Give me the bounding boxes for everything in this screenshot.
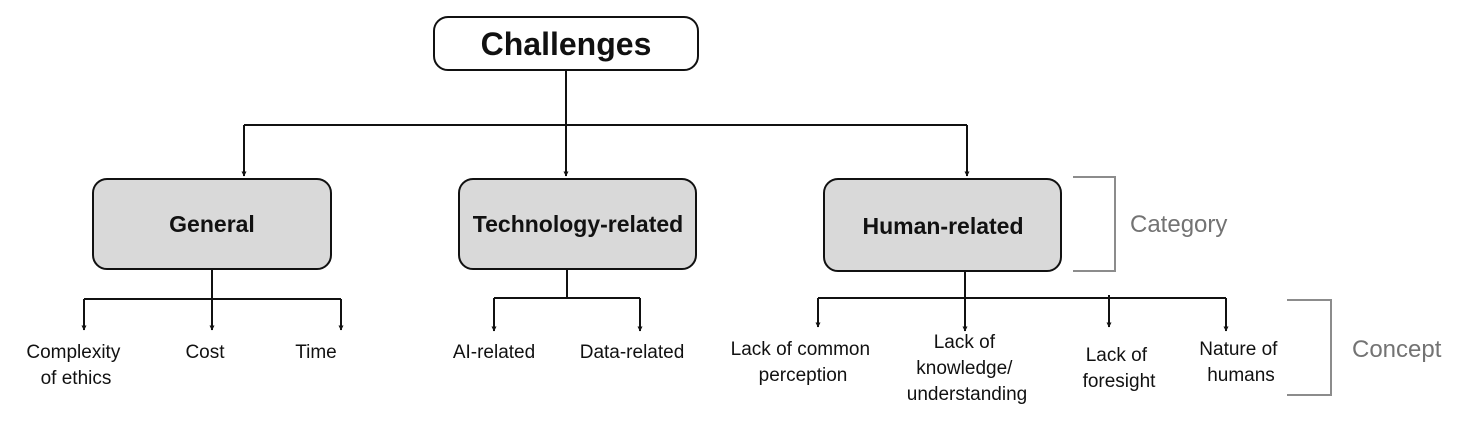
root-label: Challenges [481, 26, 652, 62]
category-node-human [823, 178, 1062, 272]
concept-level-bracket [1287, 299, 1332, 396]
category-level-bracket [1073, 176, 1116, 272]
concept-lack-of-common-perception: Lack of common perception [731, 339, 876, 386]
category-label-human: Human-related [862, 213, 1023, 239]
concept-cost: Cost [185, 342, 225, 363]
concept-data-related: Data-related [580, 342, 685, 363]
category-level-label: Category [1130, 211, 1227, 238]
concept-ai-related: AI-related [453, 342, 535, 363]
concept-lack-of-knowledge-understanding: Lack of knowledge/ understanding [907, 332, 1027, 405]
category-label-technology: Technology-related [473, 211, 683, 237]
category-node-technology [458, 178, 697, 270]
concept-level-label: Concept [1352, 336, 1442, 363]
concept-time: Time [295, 342, 337, 363]
concept-lack-of-foresight: Lack of foresight [1083, 345, 1157, 392]
concept-complexity-of-ethics: Complexity of ethics [26, 342, 125, 389]
category-label-general: General [169, 211, 255, 237]
concept-nature-of-humans: Nature of humans [1199, 339, 1282, 386]
